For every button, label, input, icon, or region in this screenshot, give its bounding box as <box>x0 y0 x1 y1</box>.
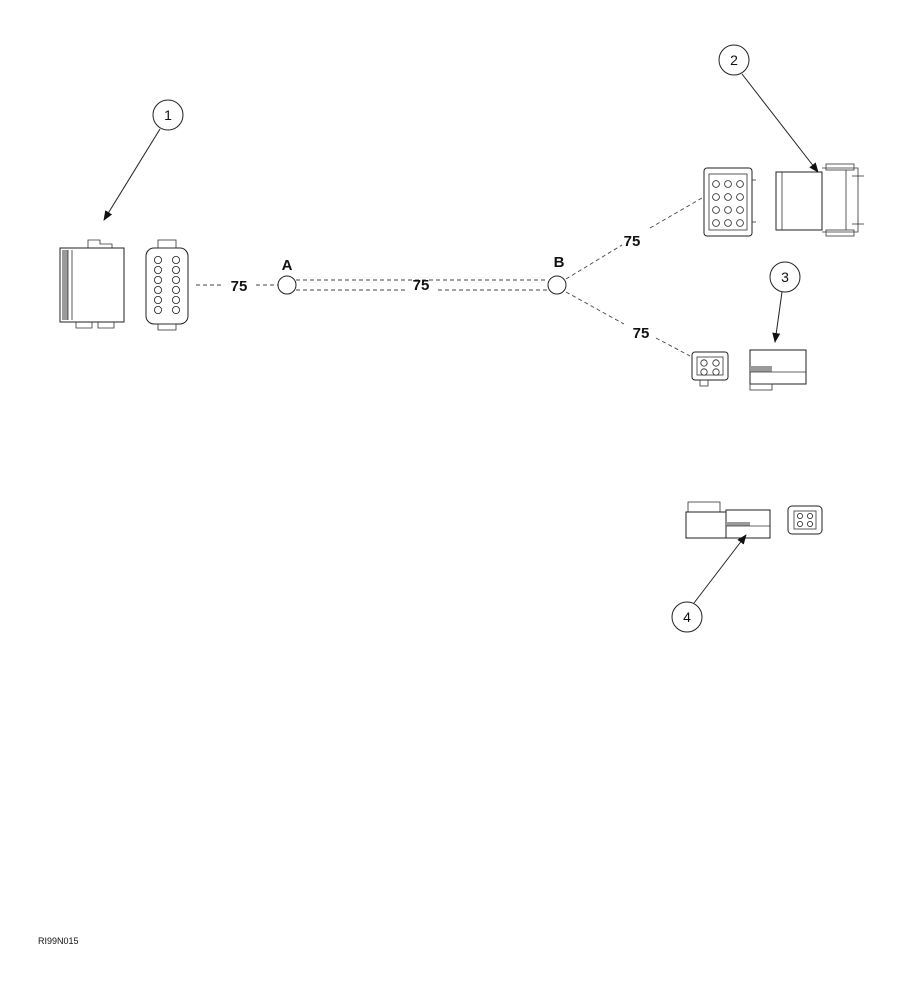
wire-harness <box>196 197 703 357</box>
splice-b-letter: B <box>554 254 565 271</box>
callout-2: 2 <box>718 44 819 173</box>
callout-3-number: 3 <box>781 269 789 285</box>
wire-label-1: 75 <box>231 278 248 295</box>
connector-4-housing <box>685 501 771 539</box>
connector-4-face <box>787 505 823 535</box>
wire-label-4: 75 <box>633 325 650 342</box>
callout-4-number: 4 <box>683 609 691 625</box>
connector-3-housing <box>749 349 807 391</box>
connector-1-housing <box>59 239 125 329</box>
connector-2-housing <box>775 163 864 237</box>
splice-b: B <box>547 254 567 295</box>
splice-a-letter: A <box>282 257 293 274</box>
connector-1-face <box>145 239 189 331</box>
callout-2-number: 2 <box>730 52 738 68</box>
callout-3: 3 <box>769 261 801 343</box>
connector-2-face <box>703 167 756 237</box>
splice-a: A <box>277 257 297 295</box>
callout-4: 4 <box>671 534 747 633</box>
callout-1-number: 1 <box>164 107 172 123</box>
wire-label-3: 75 <box>624 233 641 250</box>
connector-3-face <box>691 351 729 387</box>
figure-code: RI99N015 <box>38 936 79 946</box>
callout-1: 1 <box>103 99 184 221</box>
wire-label-2: 75 <box>413 277 430 294</box>
